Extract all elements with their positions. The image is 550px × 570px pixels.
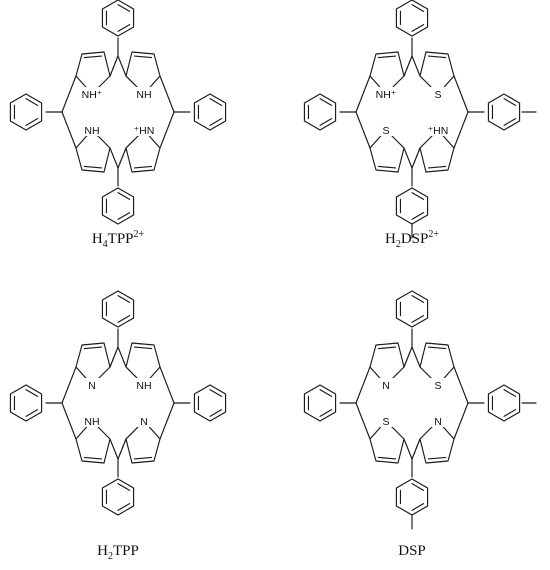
molecule-h2dsp: NH⁺ S S ⁺HN H2DSP2+	[303, 0, 537, 250]
caption-h2dsp: H2DSP2+	[385, 229, 439, 250]
ring-ne	[125, 342, 161, 386]
substituent-right-phenyl	[193, 93, 227, 131]
ring-se	[419, 129, 455, 173]
caption-dsp: DSP	[398, 543, 426, 559]
substituent-top-phenyl	[395, 290, 429, 328]
ring-sw	[369, 129, 405, 173]
molecule-h4tpp: NH⁺ NH NH ⁺HN H4TPP2+	[9, 0, 227, 250]
atom-label-sw: S	[382, 416, 389, 428]
atom-label-nw: N	[382, 380, 390, 392]
ring-ne	[125, 51, 161, 95]
ring-nw	[75, 342, 111, 386]
substituent-left-phenyl	[303, 93, 337, 131]
caption-main: DSP	[398, 543, 426, 559]
caption-rest: TPP	[113, 543, 139, 559]
atom-label-se: N	[140, 416, 148, 428]
substituent-bottom-phenyl	[101, 187, 135, 225]
caption-h2tpp: H2TPP	[97, 543, 139, 562]
atom-label-se: N	[434, 416, 442, 428]
ring-sw	[369, 420, 405, 464]
ring-sw	[75, 420, 111, 464]
ring-sw	[75, 129, 111, 173]
atom-label-nw: N	[88, 380, 96, 392]
substituent-right-tolyl	[487, 93, 521, 131]
caption-main: H	[92, 231, 103, 247]
ring-ne	[419, 51, 455, 95]
ring-se	[419, 420, 455, 464]
atom-label-se: ⁺HN	[134, 125, 155, 137]
atom-label-sw: S	[382, 125, 389, 137]
substituent-top-phenyl	[101, 290, 135, 328]
ring-se	[125, 129, 161, 173]
caption-sub: 2	[396, 239, 401, 250]
substituent-top-phenyl	[101, 0, 135, 37]
caption-sub: 4	[103, 239, 108, 250]
atom-label-nw: NH⁺	[376, 89, 397, 101]
atom-label-ne: NH	[136, 380, 151, 392]
caption-sup: 2+	[428, 229, 439, 240]
substituent-right-phenyl	[193, 384, 227, 422]
caption-h4tpp: H4TPP2+	[92, 229, 145, 250]
substituent-bottom-phenyl	[101, 478, 135, 516]
ring-nw	[75, 51, 111, 95]
substituent-left-phenyl	[9, 93, 43, 131]
substituent-bottom-tolyl	[395, 478, 429, 516]
ring-se	[125, 420, 161, 464]
substituent-left-phenyl	[9, 384, 43, 422]
caption-main: H	[385, 231, 396, 247]
ring-nw	[369, 51, 405, 95]
atom-label-sw: NH	[84, 416, 99, 428]
caption-sub: 2	[108, 551, 113, 562]
caption-rest: TPP	[108, 231, 134, 247]
atom-label-nw: NH⁺	[82, 89, 103, 101]
substituent-bottom-tolyl	[395, 187, 429, 225]
caption-rest: DSP	[401, 231, 429, 247]
atom-label-ne: S	[434, 89, 441, 101]
caption-main: H	[97, 543, 108, 559]
ring-nw	[369, 342, 405, 386]
atom-label-ne: S	[434, 380, 441, 392]
substituent-left-phenyl	[303, 384, 337, 422]
caption-sup: 2+	[134, 229, 145, 240]
substituent-top-phenyl	[395, 0, 429, 37]
molecule-dsp: N S S N DSP	[303, 290, 537, 559]
atom-label-se: ⁺HN	[428, 125, 449, 137]
substituent-right-tolyl	[487, 384, 521, 422]
ring-ne	[419, 342, 455, 386]
atom-label-ne: NH	[136, 89, 151, 101]
atom-label-sw: NH	[84, 125, 99, 137]
